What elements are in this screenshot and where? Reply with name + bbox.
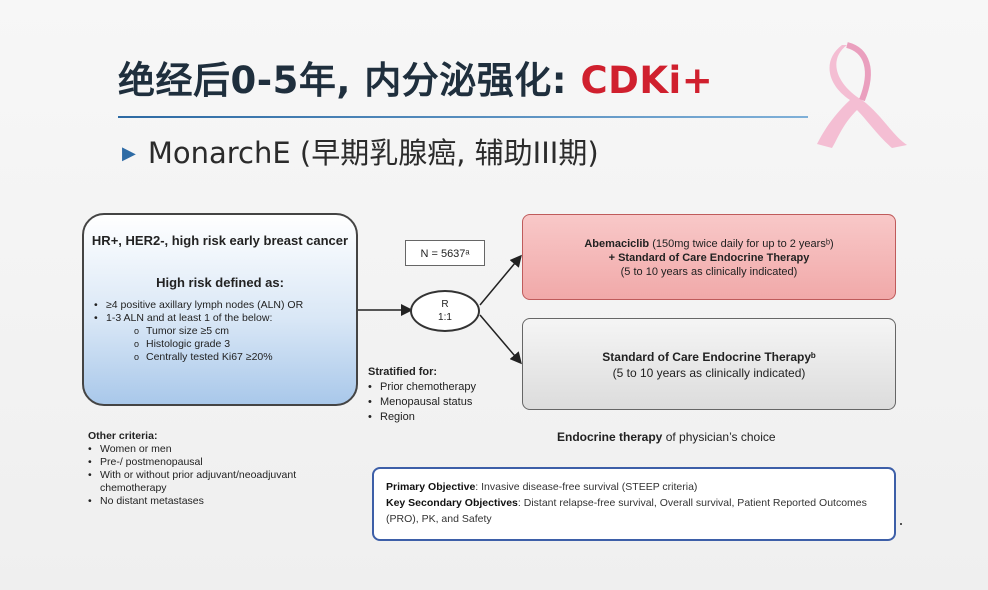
arm2-duration: (5 to 10 years as clinically indicated) [612,366,806,380]
stratification-heading: Stratified for: [368,366,438,378]
primary-objective-text: : Invasive disease-free survival (STEEP … [475,481,698,493]
stray-dot [900,523,902,525]
randomization-oval: R 1:1 [410,290,480,332]
arm2-therapy: Standard of Care Endocrine Therapyᵇ [602,350,816,364]
endocrine-therapy-note: Endocrine therapy of physician’s choice [557,430,776,444]
stratification-item: Menopausal status [368,395,476,410]
pink-ribbon-logo [817,42,907,148]
risk-subcriterion: Tumor size ≥5 cm [94,325,303,338]
arm1-combo: + Standard of Care Endocrine Therapy [608,252,810,264]
population-title: HR+, HER2-, high risk early breast cance… [91,233,349,248]
objectives-box: Primary Objective: Invasive disease-free… [372,467,896,541]
other-criteria: Other criteria: Women or men Pre-/ postm… [88,430,340,508]
title-main: 绝经后0-5年, 内分泌强化: [118,59,581,102]
bullet-text: MonarchE (早期乳腺癌, 辅助III期) [147,136,599,170]
triangle-bullet-icon: ▶ [122,143,136,164]
title-accent: CDKi+ [580,59,714,102]
stratification-item: Prior chemotherapy [368,380,476,395]
primary-objective-label: Primary Objective [386,481,476,493]
randomization-label: R [441,299,449,310]
stratification-list: Stratified for: Prior chemotherapy Menop… [368,365,476,425]
slide-title: 绝经后0-5年, 内分泌强化: CDKi+ [118,50,713,104]
endocrine-note-rest: of physician’s choice [662,430,776,444]
arm1-dose: (150mg twice daily for up to 2 yearsᵇ) [649,238,834,250]
randomization-ratio: 1:1 [438,312,452,323]
sample-size-box: N = 5637ᵃ [405,240,485,266]
title-underline [118,116,808,118]
risk-subcriterion: Histologic grade 3 [94,338,303,351]
risk-criterion: 1-3 ALN and at least 1 of the below: [94,312,303,325]
risk-subcriterion: Centrally tested Ki67 ≥20% [94,351,303,364]
population-box: HR+, HER2-, high risk early breast cance… [82,213,358,406]
other-criteria-item: With or without prior adjuvant/neoadjuva… [88,469,340,495]
risk-criterion: ≥4 positive axillary lymph nodes (ALN) O… [94,299,303,312]
endocrine-note-bold: Endocrine therapy [557,430,663,444]
secondary-objectives-label: Key Secondary Objectives [386,497,518,509]
subtitle-bullet: ▶ MonarchE (早期乳腺癌, 辅助III期) [122,130,599,172]
secondary-objectives-text: : Distant relapse-free survival, Overall… [386,497,867,525]
arm1-drug: Abemaciclib [584,238,650,250]
abemaciclib-arm-box: Abemaciclib (150mg twice daily for up to… [522,214,896,300]
other-criteria-heading: Other criteria: [88,430,158,442]
other-criteria-item: Pre-/ postmenopausal [88,456,340,469]
risk-criteria-list: ≥4 positive axillary lymph nodes (ALN) O… [94,299,303,364]
other-criteria-item: No distant metastases [88,495,340,508]
stratification-item: Region [368,410,476,425]
arm1-duration: (5 to 10 years as clinically indicated) [620,266,798,278]
population-subtitle: High risk defined as: [156,275,284,290]
control-arm-box: Standard of Care Endocrine Therapyᵇ (5 t… [522,318,896,410]
other-criteria-item: Women or men [88,443,340,456]
